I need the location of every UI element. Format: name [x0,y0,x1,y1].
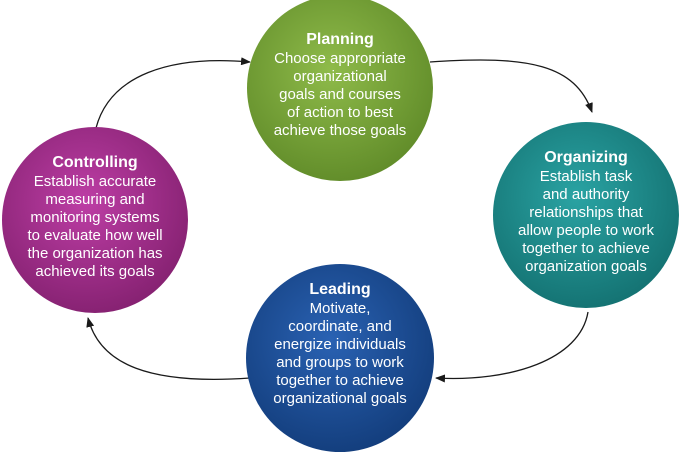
organizing-description: Establish task and authority relationshi… [491,168,681,276]
controlling-text: Controlling Establish accurate measuring… [0,153,190,281]
organizing-line: and authority [542,186,630,203]
planning-description: Choose appropriate organizational goals … [245,50,435,140]
planning-text: Planning Choose appropriate organization… [245,30,435,140]
organizing-line: together to achieve [522,240,650,257]
leading-line: and groups to work [276,354,404,371]
organizing-circle [493,122,679,308]
controlling-description: Establish accurate measuring and monitor… [0,173,190,281]
controlling-line: measuring and [45,191,145,208]
leading-line: energize individuals [274,336,406,353]
planning-line: goals and courses [279,86,401,103]
leading-line: organizational goals [273,390,407,407]
organizing-line: Establish task [539,168,633,185]
organizing-line: organization goals [525,258,647,275]
leading-line: together to achieve [276,372,404,389]
planning-title: Planning [306,31,374,48]
organizing-title: Organizing [544,149,628,166]
planning-line: Choose appropriate [274,50,406,67]
planning-line: achieve those goals [273,122,407,139]
arrow-organizing-to-leading [435,311,589,383]
controlling-line: monitoring systems [30,209,160,226]
controlling-circle [2,127,188,313]
planning-line: of action to best [287,104,393,121]
leading-line: coordinate, and [288,318,392,335]
arrow-leading-to-controlling [86,317,251,381]
controlling-line: achieved its goals [35,263,155,280]
arrow-planning-to-organizing [429,59,593,113]
planning-line: organizational [293,68,387,85]
controlling-line: the organization has [27,245,163,262]
leading-text: Leading Motivate, coordinate, and energi… [245,280,435,408]
leading-description: Motivate, coordinate, and energize indiv… [245,300,435,408]
leading-title: Leading [309,281,371,298]
controlling-line: Establish accurate [33,173,157,190]
leading-circle [246,264,434,452]
arrow-controlling-to-planning [95,57,251,129]
controlling-line: to evaluate how well [27,227,163,244]
organizing-line: relationships that [529,204,643,221]
controlling-title: Controlling [52,154,138,171]
organizing-text: Organizing Establish task and authority … [491,148,681,276]
organizing-line: allow people to work [518,222,654,239]
leading-line: Motivate, [309,300,371,317]
planning-circle [247,0,433,181]
